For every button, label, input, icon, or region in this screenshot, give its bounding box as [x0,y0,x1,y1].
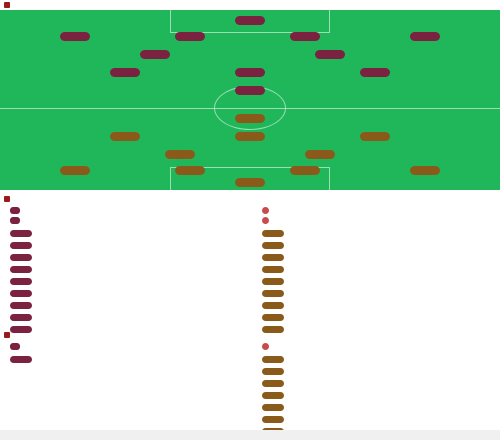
substitute-row[interactable] [10,312,240,323]
home-badge-icon [10,207,20,214]
coach-icon [262,217,269,224]
player-marker[interactable] [235,68,265,77]
player-marker[interactable] [235,16,265,25]
player-marker[interactable] [315,50,345,59]
shirt-number [10,290,32,297]
lineup-header [0,0,500,10]
player-marker[interactable] [175,32,205,41]
player-marker[interactable] [290,166,320,175]
pitch-bottom-box [170,167,330,190]
substitute-row[interactable] [262,240,492,251]
section-marker-icon [4,2,10,8]
injury-row [262,366,492,377]
substitute-row[interactable] [262,300,492,311]
coach-icon [10,217,20,224]
injuries-away-team [262,342,492,351]
substitute-row[interactable] [262,264,492,275]
player-marker[interactable] [235,178,265,187]
page-footer [0,430,500,440]
substitute-row[interactable] [262,276,492,287]
player-marker[interactable] [60,166,90,175]
injury-row [262,414,492,425]
injury-icon [262,368,284,375]
shirt-number [10,278,32,285]
substitute-row[interactable] [10,228,240,239]
shirt-number [262,302,284,309]
injury-icon [262,416,284,423]
player-marker[interactable] [360,68,390,77]
injury-row [262,354,492,365]
home-badge-icon [10,343,20,350]
away-badge-icon [262,207,269,214]
substitute-row[interactable] [10,276,240,287]
shirt-number [10,314,32,321]
away-badge-icon [262,343,269,350]
substitute-row[interactable] [262,324,492,335]
substitute-row[interactable] [10,288,240,299]
substitutes-away-team [262,206,492,215]
shirt-number [262,326,284,333]
substitutes-home-team [10,206,240,215]
substitute-row[interactable] [10,240,240,251]
section-marker-icon [4,196,10,202]
shirt-number [262,314,284,321]
player-marker[interactable] [410,166,440,175]
player-marker[interactable] [175,166,205,175]
shirt-number [10,326,32,333]
player-marker[interactable] [140,50,170,59]
injury-icon [262,392,284,399]
substitute-row[interactable] [262,228,492,239]
shirt-number [262,242,284,249]
pitch [0,10,500,190]
player-marker[interactable] [110,68,140,77]
shirt-number [10,302,32,309]
section-marker-icon [4,332,10,338]
shirt-number [10,230,32,237]
player-marker[interactable] [60,32,90,41]
player-marker[interactable] [305,150,335,159]
player-marker[interactable] [235,86,265,95]
substitute-row[interactable] [262,252,492,263]
player-marker[interactable] [290,32,320,41]
player-marker[interactable] [235,114,265,123]
substitute-row[interactable] [10,252,240,263]
shirt-number [262,290,284,297]
substitute-row[interactable] [10,264,240,275]
player-marker[interactable] [360,132,390,141]
injury-icon [262,356,284,363]
injury-icon [262,404,284,411]
shirt-number [10,242,32,249]
shirt-number [262,266,284,273]
player-marker[interactable] [165,150,195,159]
player-marker[interactable] [110,132,140,141]
substitute-row[interactable] [262,312,492,323]
injury-icon [262,380,284,387]
shirt-number [262,230,284,237]
substitute-row[interactable] [10,300,240,311]
injury-row [10,354,240,365]
injury-row [262,390,492,401]
shirt-number [10,254,32,261]
substitute-row[interactable] [262,288,492,299]
shirt-number [262,254,284,261]
substitute-row[interactable] [10,324,240,335]
away-coach [262,216,492,225]
shirt-number [10,266,32,273]
injury-row [262,402,492,413]
injuries-section-header [0,330,500,340]
injuries-home-team [10,342,240,351]
shirt-number [262,278,284,285]
player-marker[interactable] [410,32,440,41]
substitutes-section-header [0,194,500,204]
player-marker[interactable] [235,132,265,141]
injury-row [262,378,492,389]
pitch-top-box [170,10,330,33]
home-coach [10,216,240,225]
injury-icon [10,356,32,363]
